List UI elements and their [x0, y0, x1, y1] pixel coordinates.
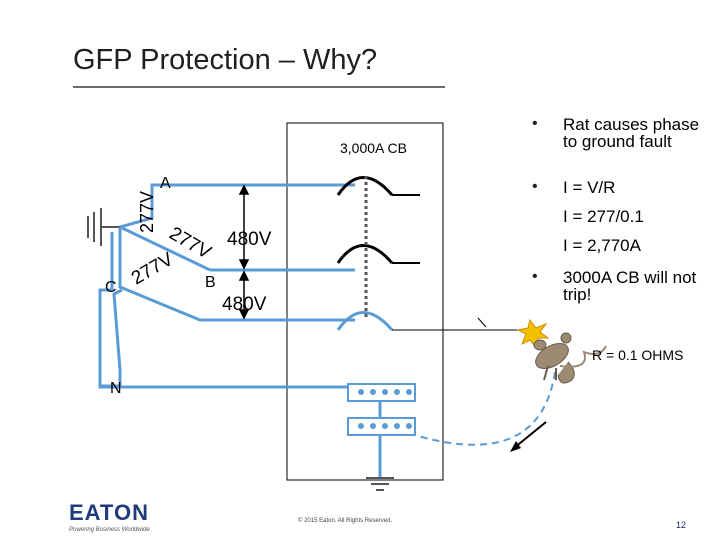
ground-bar — [347, 417, 416, 436]
wye-source-windings — [98, 183, 355, 388]
bullet-marker: • — [532, 178, 538, 195]
eaton-logo: EATON Powering Business Worldwide — [69, 500, 150, 534]
faulted-breaker-pole — [336, 311, 394, 331]
phase-a-label: A — [160, 175, 171, 192]
neutral-label: N — [110, 380, 122, 397]
bullet-text: I = V/R — [563, 178, 616, 197]
voltage-vertical-label: 277V — [137, 191, 157, 233]
voltage-ab-label: 480V — [227, 229, 272, 250]
bullet-text: Rat causes phase to ground fault — [563, 115, 700, 151]
copyright-notice: © 2015 Eaton. All Rights Reserved. — [298, 518, 393, 524]
cb-label: 3,000A CB — [340, 140, 407, 156]
page-number: 12 — [676, 520, 687, 530]
conductor-tick — [477, 317, 487, 328]
phase-c-label: C — [105, 279, 117, 296]
logo-tagline: Powering Business Worldwide — [69, 527, 150, 533]
circuit-breaker-poles — [336, 176, 394, 264]
voltage-bc-label: 480V — [222, 294, 267, 315]
fault-return-path — [417, 371, 556, 446]
system-ground-icon — [366, 477, 394, 491]
fault-resistance-label: R = 0.1 OHMS — [592, 347, 683, 363]
transformer-ground-icon — [87, 208, 120, 246]
bullet-marker: • — [532, 115, 538, 132]
bullet-text: 3000A CB will not trip! — [563, 268, 697, 304]
phase-b-label: B — [205, 274, 216, 291]
neutral-bar — [347, 383, 416, 402]
current-arrow-icon — [510, 421, 547, 452]
bullet-text: I = 2,770A — [563, 236, 641, 255]
voltage-diag-a-label: 277V — [166, 223, 215, 264]
bullet-text: I = 277/0.1 — [563, 207, 644, 226]
voltage-diag-c-label: 277V — [128, 249, 177, 290]
title-underline — [73, 86, 445, 88]
breaker-links — [392, 194, 420, 264]
bullet-marker: • — [532, 268, 538, 285]
rat-icon — [533, 332, 607, 384]
voltage-arrows — [238, 184, 250, 320]
slide-title: GFP Protection – Why? — [73, 44, 378, 76]
switchboard-enclosure — [286, 122, 444, 481]
logo-word: EATON — [69, 500, 149, 525]
